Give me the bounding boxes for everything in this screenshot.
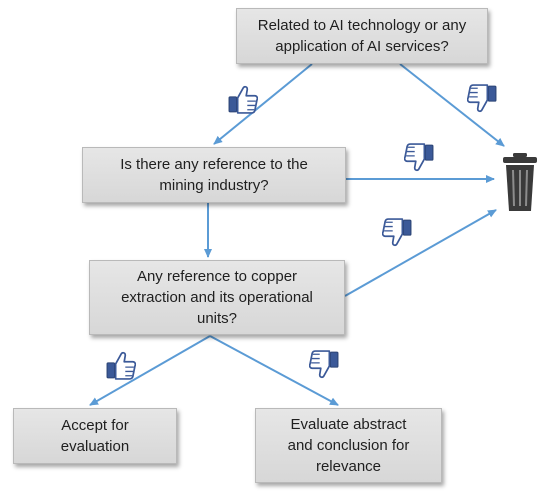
node-text-line: relevance [315,458,382,475]
node-text-line: application of AI services? [275,38,449,55]
thumbs-down-icon [467,84,497,113]
outcome-accept: Accept for evaluation [13,408,177,464]
thumbs-down-icon [382,218,412,247]
node-text-line: units? [196,310,238,327]
decision-ai-technology: Related to AI technology or any applicat… [236,8,488,64]
node-text-line: Accept for [61,417,129,434]
arrow-copper-to-evaluate [209,335,339,406]
thumbs-down-icon [404,143,434,172]
node-text-line: mining industry? [159,177,269,194]
arrow-copper-to-accept [89,335,211,406]
arrow-copper-to-bin [344,209,497,297]
decision-copper-extraction: Any reference to copper extraction and i… [89,260,345,335]
arrow-ai-to-bin [399,63,505,147]
node-text-line: Related to AI technology or any [257,17,467,34]
node-text-line: Evaluate abstract [290,416,407,433]
thumbs-up-icon [106,351,136,380]
node-text-line: Any reference to copper [136,268,298,285]
node-text-line: extraction and its operational [121,289,313,306]
thumbs-up-icon [228,85,258,114]
trash-can-icon [503,153,537,211]
decision-mining-industry: Is there any reference to the mining ind… [82,147,346,203]
arrow-ai-to-mining [213,63,313,145]
node-text-line: Is there any reference to the [120,156,308,173]
node-text-line: and conclusion for [287,437,410,454]
outcome-evaluate: Evaluate abstract and conclusion for rel… [255,408,442,483]
thumbs-down-icon [309,350,339,379]
node-text-line: evaluation [60,438,130,455]
